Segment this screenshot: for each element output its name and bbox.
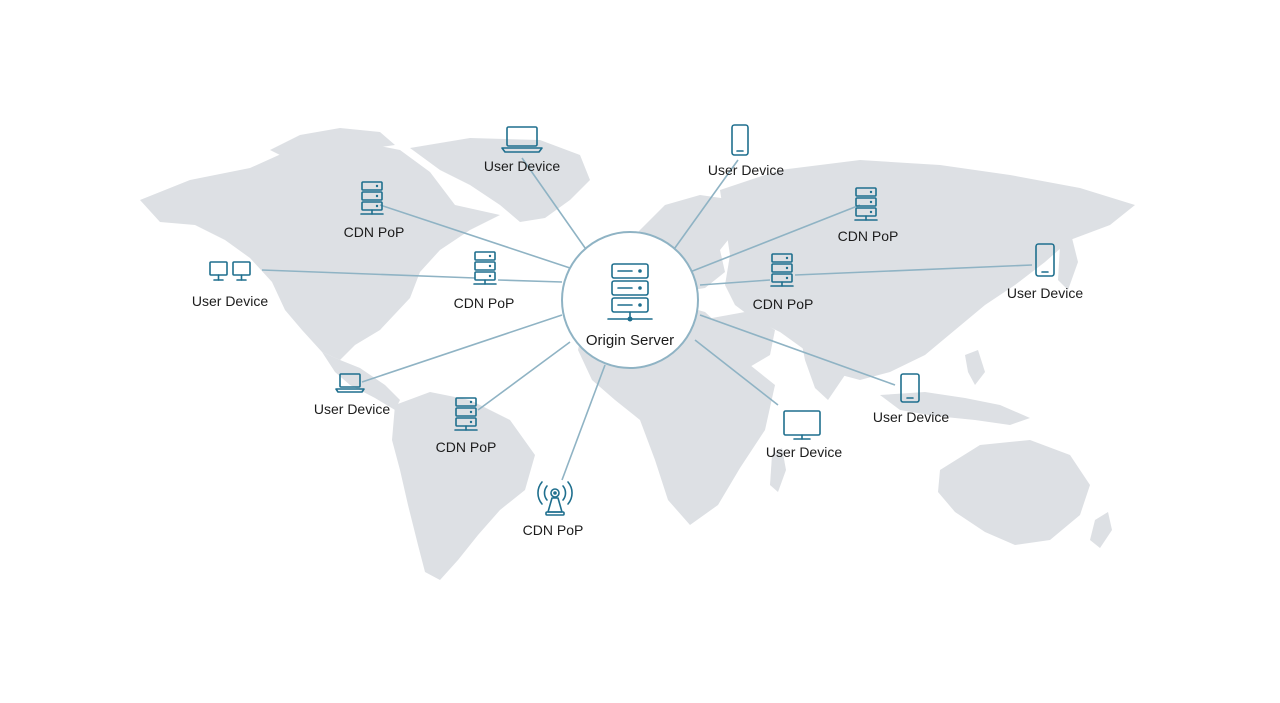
user-device-laptop-central-america-label: User Device — [313, 401, 391, 417]
origin-server-label: Origin Server — [585, 332, 675, 349]
link-monitor-africa — [694, 339, 779, 406]
land-central-america — [322, 352, 400, 410]
user-device-monitor-africa-label: User Device — [765, 444, 843, 460]
laptop-icon — [335, 373, 365, 393]
land-philippines — [965, 350, 985, 385]
cdn-pop-south-america-label: CDN PoP — [435, 439, 497, 455]
link-cdn-canada — [379, 204, 571, 269]
user-device-tablet-southeast-asia-label: User Device — [872, 409, 950, 425]
cdn-pop-asia-label: CDN PoP — [752, 296, 814, 312]
cdn-pop-canada-label: CDN PoP — [343, 224, 405, 240]
land-greenland — [410, 138, 590, 222]
smartphone-icon — [1035, 243, 1055, 277]
land-indonesia — [880, 392, 1030, 425]
user-device-laptop-north-label: User Device — [483, 158, 561, 174]
smartphone-icon — [731, 124, 749, 156]
connection-lines — [261, 157, 1033, 481]
link-tablet-southeast-asia — [699, 314, 896, 386]
antenna-tower-icon — [537, 481, 573, 516]
cdn-pop-antenna-south-label: CDN PoP — [522, 522, 584, 538]
link-cdn-usa — [497, 279, 563, 283]
land-new-zealand — [1090, 512, 1112, 548]
laptop-icon — [501, 126, 543, 153]
land-north-america — [140, 140, 500, 360]
land-arctic-islands — [270, 128, 395, 160]
link-cdn-asia — [699, 279, 771, 286]
link-laptop-central-america — [361, 314, 563, 383]
origin-server-rack-icon — [607, 263, 653, 322]
land-arabia — [712, 312, 775, 368]
user-device-phone-north-label: User Device — [707, 162, 785, 178]
server-rack-icon — [770, 253, 794, 287]
server-rack-icon — [360, 181, 384, 215]
link-cdn-russia — [689, 204, 861, 273]
land-south-america — [392, 392, 535, 580]
monitor-icon — [783, 410, 821, 440]
link-phone-north — [671, 159, 739, 253]
link-desktops-cdn-usa — [261, 269, 476, 279]
user-device-phone-east-label: User Device — [1006, 285, 1084, 301]
link-cdn-south-america — [477, 341, 571, 411]
link-laptop-north — [521, 157, 591, 256]
link-antenna-south — [561, 364, 606, 481]
link-cdn-asia-phone-east — [794, 264, 1033, 276]
user-device-desktops-west-label: User Device — [191, 293, 269, 309]
dual-monitor-icon — [209, 261, 251, 281]
land-japan — [1058, 238, 1078, 290]
land-madagascar — [770, 448, 786, 492]
tablet-icon — [900, 373, 920, 403]
cdn-pop-russia-label: CDN PoP — [837, 228, 899, 244]
server-rack-icon — [454, 397, 478, 431]
origin-circle — [561, 231, 699, 369]
server-rack-icon — [473, 251, 497, 285]
server-rack-icon — [854, 187, 878, 221]
land-australia — [938, 440, 1090, 545]
land-india — [800, 330, 855, 400]
cdn-pop-usa-label: CDN PoP — [453, 295, 515, 311]
